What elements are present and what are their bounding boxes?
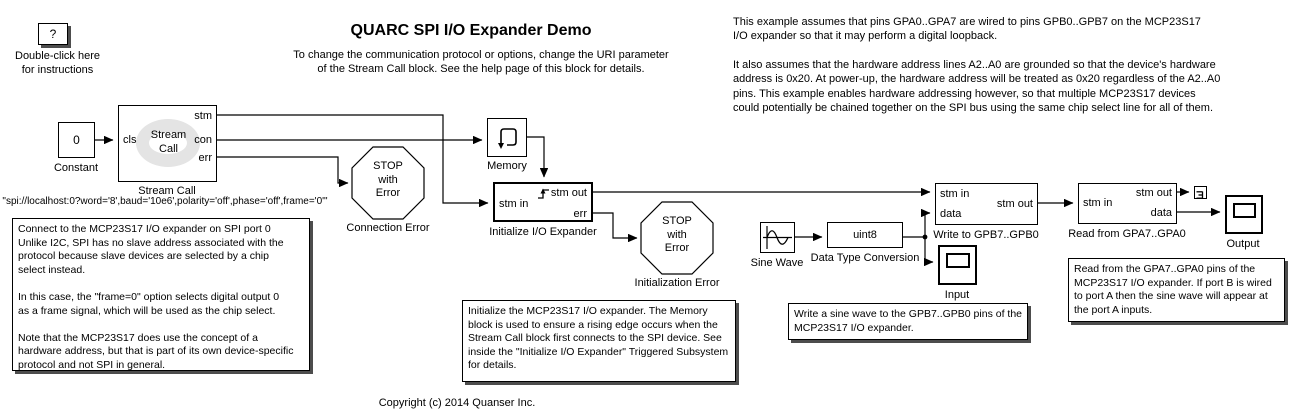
stop-octagon-icon: [351, 146, 425, 220]
read-from-gpa-block[interactable]: stm in stm out data: [1078, 183, 1177, 224]
note-read: Read from the GPA7..GPA0 pins of the MCP…: [1068, 258, 1285, 322]
memory-label: Memory: [487, 160, 527, 172]
output-scope-block[interactable]: [1225, 195, 1263, 234]
connection-error-label: Connection Error: [346, 222, 430, 234]
port-stm-out: stm out: [550, 187, 587, 199]
memory-loop-icon: [498, 128, 517, 149]
scope-screen-icon: [1233, 203, 1256, 218]
instructions-caption: Double-click here for instructions: [15, 50, 100, 76]
terminator-icon: [1196, 191, 1204, 199]
port-err: err: [573, 208, 587, 220]
port-stm-out: stm out: [1135, 187, 1172, 199]
stream-call-block[interactable]: Stream Call cls stm con err: [118, 105, 217, 182]
sine-wave-label: Sine Wave: [750, 257, 804, 269]
note-initialize: Initialize the MCP23S17 I/O expander. Th…: [462, 300, 736, 382]
port-stm-in: stm in: [1083, 197, 1113, 209]
stop-with-error-text: STOP with Error: [373, 160, 403, 199]
note-connect: Connect to the MCP23S17 I/O expander on …: [12, 218, 310, 371]
initialization-error-block[interactable]: STOP with Error: [640, 201, 714, 275]
initialize-io-expander-block[interactable]: stm in stm out err: [493, 182, 593, 222]
initialization-error-label: Initialization Error: [634, 277, 720, 289]
constant-value: 0: [73, 133, 80, 147]
constant-block[interactable]: 0: [58, 122, 95, 158]
instructions-block[interactable]: ?: [38, 23, 68, 45]
trigger-icon: [538, 188, 549, 199]
page-subtitle: To change the communication protocol or …: [293, 49, 669, 75]
stream-call-uri: "spi://localhost:0?word='8',baud='10e6',…: [2, 196, 328, 207]
data-type-conversion-label: Data Type Conversion: [810, 252, 920, 264]
scope-screen-icon: [946, 253, 970, 268]
write-to-gpb-label: Write to GPB7..GPB0: [933, 229, 1039, 241]
port-data: data: [1150, 207, 1172, 219]
port-cls: cls: [123, 134, 137, 146]
initialize-io-expander-label: Initialize I/O Expander: [489, 226, 597, 238]
port-con: con: [194, 134, 212, 146]
question-mark-icon: ?: [49, 27, 57, 41]
data-type-conversion-block[interactable]: uint8: [827, 222, 903, 248]
port-err: err: [198, 152, 212, 164]
connection-error-block[interactable]: STOP with Error: [351, 146, 425, 220]
port-data: data: [940, 208, 962, 220]
constant-label: Constant: [53, 162, 99, 174]
port-stm-in: stm in: [499, 198, 529, 210]
port-stm-out: stm out: [996, 198, 1033, 210]
read-from-gpa-label: Read from GPA7..GPA0: [1068, 228, 1186, 240]
memory-block[interactable]: [487, 118, 527, 157]
output-scope-label: Output: [1226, 238, 1260, 250]
port-stm: stm: [194, 110, 212, 122]
stop-octagon-icon: [640, 201, 714, 275]
note-write: Write a sine wave to the GPB7..GPB0 pins…: [788, 303, 1028, 340]
sine-wave-icon: [763, 226, 792, 249]
stream-call-body: Stream Call: [150, 129, 187, 155]
data-type-value: uint8: [853, 229, 877, 241]
annotation-loopback: This example assumes that pins GPA0..GPA…: [733, 16, 1201, 43]
port-stm-in: stm in: [940, 188, 970, 200]
sine-wave-block[interactable]: [760, 222, 795, 253]
copyright-text: Copyright (c) 2014 Quanser Inc.: [378, 397, 536, 409]
stream-call-label: Stream Call: [138, 185, 196, 197]
stop-with-error-text: STOP with Error: [662, 215, 692, 254]
page-title: QUARC SPI I/O Expander Demo: [350, 22, 592, 39]
write-to-gpb-block[interactable]: stm in data stm out: [935, 183, 1038, 225]
input-scope-block[interactable]: [938, 245, 977, 285]
input-scope-label: Input: [944, 289, 970, 301]
annotation-hardware-address: It also assumes that the hardware addres…: [733, 59, 1221, 114]
terminator-block[interactable]: [1194, 186, 1207, 199]
